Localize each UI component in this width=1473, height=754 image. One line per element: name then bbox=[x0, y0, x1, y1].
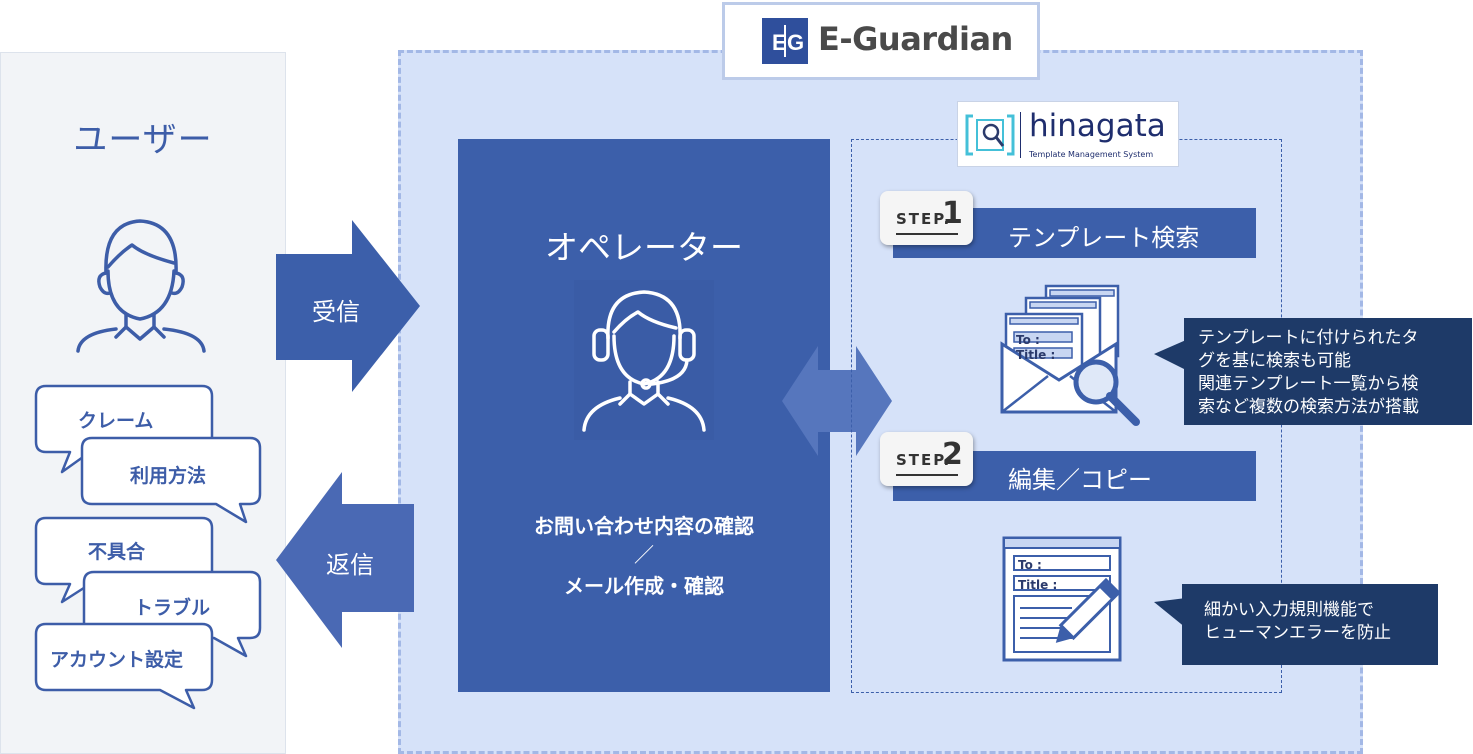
step2-field-title: Title : bbox=[1018, 578, 1058, 592]
callout1-line2: グを基に検索も可能 bbox=[1198, 351, 1351, 371]
receive-label: 受信 bbox=[312, 298, 360, 326]
operator-line1: お問い合わせ内容の確認 bbox=[534, 514, 754, 538]
person-icon bbox=[76, 219, 206, 353]
hinagata-name: hinagata bbox=[1029, 108, 1166, 144]
user-title: ユーザー bbox=[73, 120, 213, 160]
bubble-label-complaint: クレーム bbox=[78, 410, 154, 432]
inquiry-bubbles bbox=[34, 384, 262, 710]
step2-underline bbox=[896, 474, 958, 476]
operator-line2: メール作成・確認 bbox=[564, 574, 724, 598]
callout1-line3: 関連テンプレート一覧から検 bbox=[1198, 374, 1419, 394]
step2-field-to: To : bbox=[1018, 558, 1042, 572]
step1-badge bbox=[880, 191, 973, 245]
step2-title: 編集／コピー bbox=[1008, 466, 1152, 494]
mail-templates-search-icon bbox=[1000, 284, 1140, 426]
bubble-account bbox=[34, 622, 214, 710]
svg-text:G: G bbox=[787, 30, 804, 55]
step2-badge-num: 2 bbox=[942, 437, 963, 472]
headset-operator-icon bbox=[574, 280, 714, 440]
callout2: 細かい入力規則機能で ヒューマンエラーを防止 bbox=[1182, 584, 1438, 665]
hinagata-divider bbox=[1020, 112, 1021, 158]
bubble-label-account: アカウント設定 bbox=[50, 649, 184, 671]
hinagata-subtitle: Template Management System bbox=[1029, 150, 1154, 159]
callout1-line4: 索など複数の検索方法が搭載 bbox=[1198, 397, 1419, 417]
bubble-label-bug: 不具合 bbox=[88, 541, 146, 563]
reply-label: 返信 bbox=[326, 551, 374, 579]
double-arrow bbox=[782, 346, 892, 456]
eguardian-logo-icon: E G bbox=[762, 18, 808, 64]
hinagata-logo-icon bbox=[965, 114, 1015, 156]
bubble-usage bbox=[80, 436, 262, 524]
brand-box bbox=[722, 2, 1040, 80]
hinagata-logo bbox=[957, 101, 1179, 167]
edit-form-pencil-icon bbox=[1002, 536, 1122, 662]
svg-text:E: E bbox=[772, 30, 787, 55]
step1-underline bbox=[896, 233, 958, 235]
callout2-line1: 細かい入力規則機能で bbox=[1204, 600, 1374, 620]
step2-badge-text: STEP. bbox=[896, 451, 952, 469]
step1-badge-text: STEP. bbox=[896, 210, 952, 228]
step1-field-to: To : bbox=[1016, 333, 1040, 347]
bubble-label-trouble: トラブル bbox=[134, 597, 211, 619]
step1-title: テンプレート検索 bbox=[1008, 224, 1200, 252]
step2-badge bbox=[880, 432, 973, 486]
callout1: テンプレートに付けられたタ グを基に検索も可能 関連テンプレート一覧から検 索な… bbox=[1184, 318, 1472, 425]
step1-badge-num: 1 bbox=[942, 196, 963, 231]
callout2-tail bbox=[1154, 598, 1186, 628]
reply-arrow bbox=[276, 472, 414, 648]
callout1-tail bbox=[1154, 340, 1186, 370]
callout1-line1: テンプレートに付けられたタ bbox=[1198, 328, 1419, 348]
callout2-line2: ヒューマンエラーを防止 bbox=[1204, 623, 1391, 643]
operator-separator: ／ bbox=[634, 543, 654, 567]
bubble-label-usage: 利用方法 bbox=[130, 465, 207, 487]
step1-field-title: Title : bbox=[1016, 348, 1056, 362]
brand-name: E-Guardian bbox=[818, 20, 1013, 58]
operator-title: オペレーター bbox=[545, 228, 743, 267]
receive-arrow bbox=[276, 220, 420, 392]
